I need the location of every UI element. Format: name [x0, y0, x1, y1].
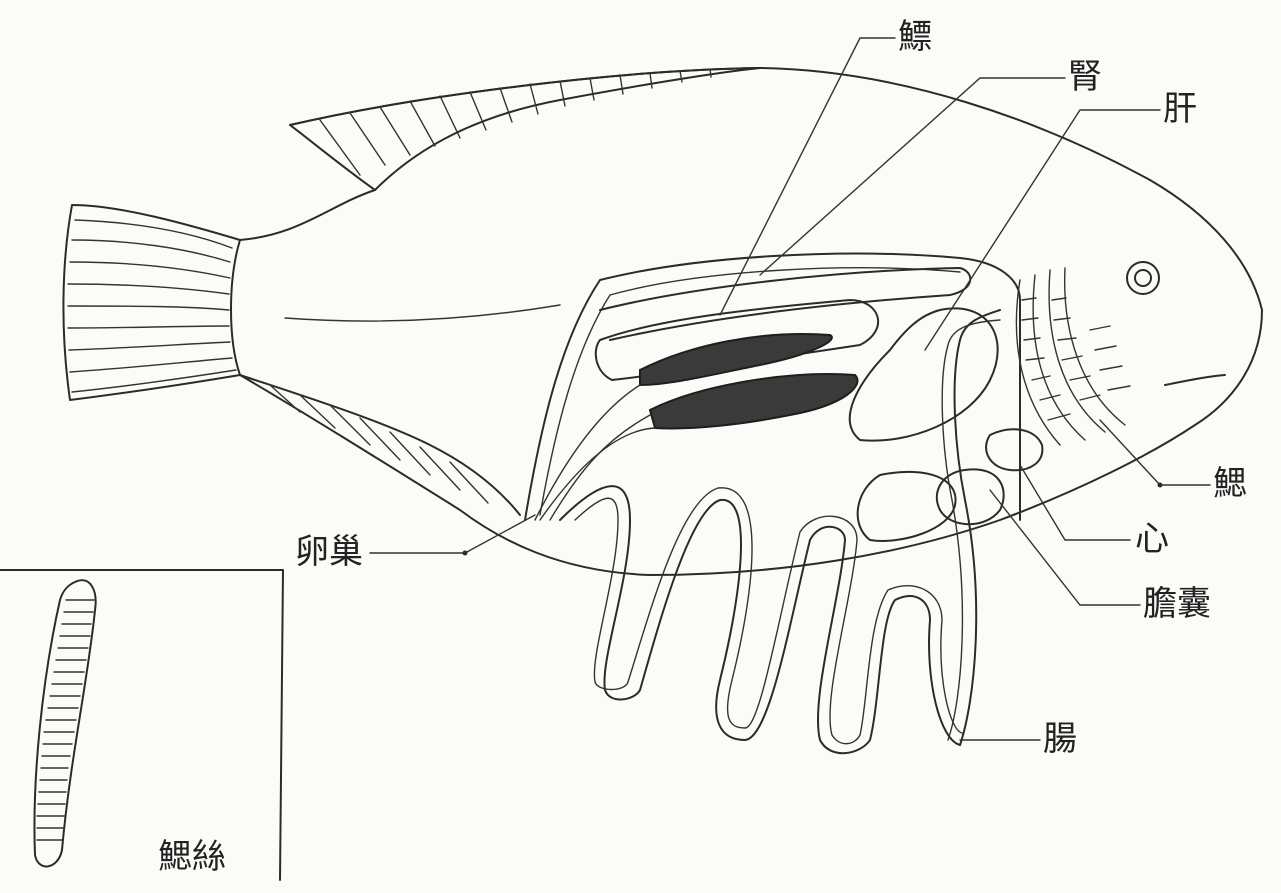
anal-fin-rays — [270, 385, 488, 503]
leader-heart — [1020, 465, 1130, 540]
tail-fin-rays — [68, 220, 236, 392]
gill-arches — [1016, 268, 1125, 445]
label-kidney: 腎 — [1068, 60, 1102, 94]
intestine-outer — [560, 486, 960, 753]
ovary-lower — [650, 374, 857, 428]
mouth-line — [1165, 375, 1225, 385]
leader-gallbladder — [990, 490, 1140, 605]
fish-body-outline — [63, 68, 1262, 575]
label-swim-bladder: 鰾 — [898, 20, 932, 54]
leader-ovary — [370, 515, 535, 553]
label-liver: 肝 — [1163, 92, 1197, 126]
label-gallbladder: 膽囊 — [1143, 587, 1211, 621]
liver-outline — [850, 308, 998, 440]
leader-kidney — [760, 78, 1065, 275]
leader-gill — [1100, 420, 1210, 485]
gill-filament-lamellae — [37, 600, 94, 840]
eye-outer — [1127, 262, 1159, 294]
dorsal-fin-rays — [320, 69, 711, 175]
label-ovary: 卵巢 — [295, 535, 363, 569]
inset-frame — [0, 570, 283, 880]
gallbladder-outline — [937, 469, 1004, 524]
label-heart: 心 — [1135, 522, 1169, 556]
tail-base — [231, 240, 240, 375]
leader-dot — [1158, 483, 1163, 488]
label-intestine: 腸 — [1043, 722, 1077, 756]
kidney-outline — [600, 268, 970, 340]
gill-filaments — [1022, 298, 1130, 420]
label-gill-filament: 鰓絲 — [158, 840, 226, 874]
heart-outline — [986, 429, 1042, 470]
lateral-line — [285, 305, 560, 321]
leader-dot — [463, 551, 468, 556]
gill-filament-outline — [34, 580, 95, 866]
leader-liver — [925, 110, 1160, 350]
label-gill: 鰓 — [1213, 467, 1247, 501]
eye-pupil — [1135, 270, 1151, 286]
